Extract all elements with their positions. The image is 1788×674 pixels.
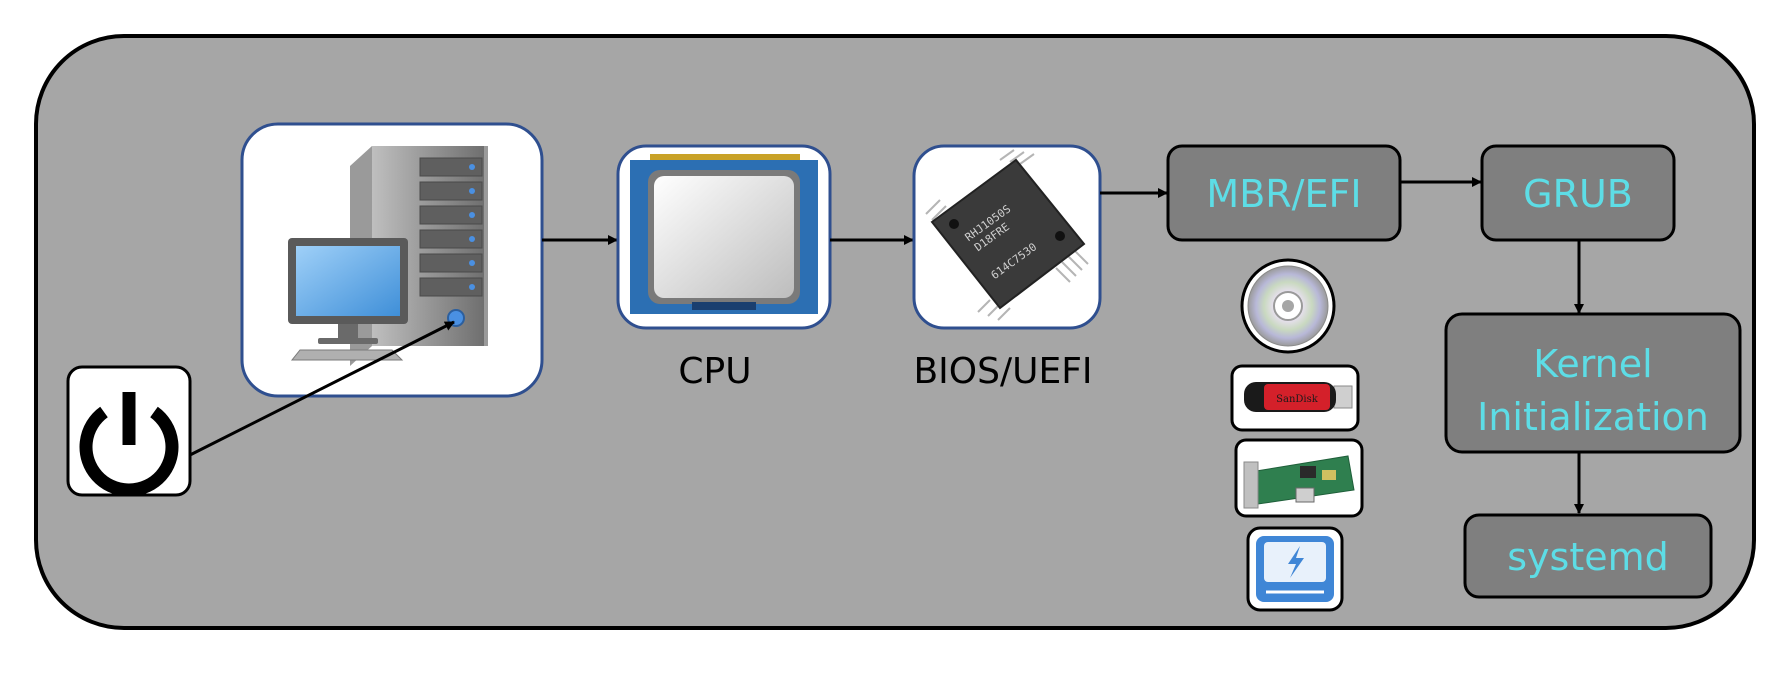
bios-chip-icon: RHJ1050S D18FRE 614C7530: [912, 144, 1102, 330]
systemd-label: systemd: [1507, 535, 1669, 579]
arrow-power-to-computer: [189, 320, 455, 457]
cpu-icon: [616, 144, 832, 330]
mbr-efi-box: MBR/EFI: [1166, 144, 1402, 242]
usb-brand-label: SanDisk: [1276, 394, 1319, 405]
power-button-icon: [66, 365, 192, 497]
disk-drive-icon: [1246, 526, 1344, 612]
kernel-label-line1: Kernel: [1533, 342, 1652, 386]
computer-icon: [240, 122, 544, 398]
cpu-caption: CPU: [678, 351, 751, 392]
bios-caption: BIOS/UEFI: [913, 351, 1092, 392]
network-card-icon: [1234, 438, 1364, 518]
usb-drive-icon: SanDisk: [1230, 364, 1360, 432]
mbr-efi-label: MBR/EFI: [1206, 172, 1361, 216]
kernel-label-line2: Initialization: [1477, 395, 1709, 439]
grub-box: GRUB: [1480, 144, 1676, 242]
optical-disc-icon: [1240, 258, 1336, 354]
grub-label: GRUB: [1523, 172, 1633, 216]
systemd-box: systemd: [1463, 513, 1713, 599]
kernel-box: Kernel Initialization: [1444, 312, 1742, 454]
